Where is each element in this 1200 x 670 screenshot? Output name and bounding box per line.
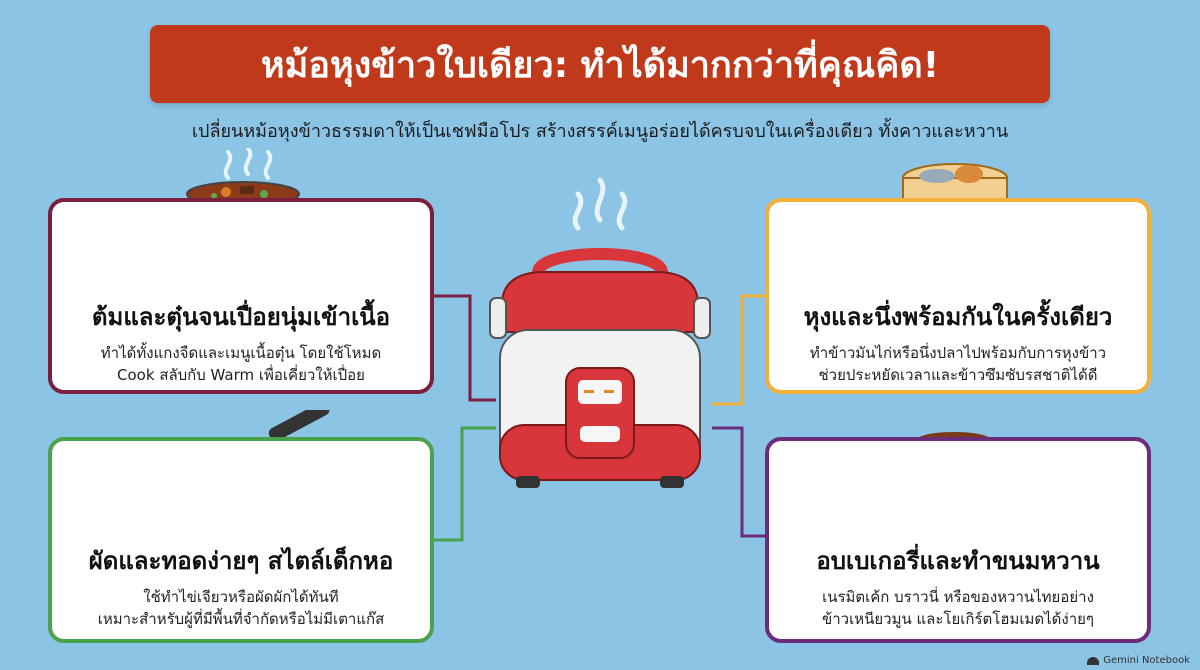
- watermark-text: Gemini Notebook: [1103, 655, 1190, 666]
- card-description-line-1: ใช้ทำไข่เจียวหรือผัดผักได้ทันที: [143, 588, 339, 606]
- card-cook-and-steam: หุงและนึ่งพร้อมกันในครั้งเดียว ทำข้าวมัน…: [765, 198, 1151, 394]
- card-heading: หุงและนึ่งพร้อมกันในครั้งเดียว: [803, 303, 1113, 331]
- rice-cooker-icon: [489, 177, 711, 488]
- watermark: Gemini Notebook: [1087, 655, 1190, 666]
- connector-steam: [712, 294, 765, 406]
- page-title: หม้อหุงข้าวใบเดียว: ทำได้มากกว่าที่คุณคิ…: [260, 44, 940, 86]
- connector-stew: [434, 294, 496, 402]
- card-heading: ต้มและตุ๋นจนเปื่อยนุ่มเข้าเนื้อ: [91, 303, 391, 331]
- card-description: ทำข้าวมันไก่หรือนึ่งปลาไปพร้อมกับการหุงข…: [779, 342, 1137, 386]
- card-stew-and-braise: ต้มและตุ๋นจนเปื่อยนุ่มเข้าเนื้อ ทำได้ทั้…: [48, 198, 434, 394]
- page-subtitle: เปลี่ยนหม้อหุงข้าวธรรมดาให้เป็นเชฟมือโปร…: [191, 121, 1009, 142]
- card-description: เนรมิตเค้ก บราวนี่ หรือของหวานไทยอย่าง ข…: [779, 586, 1137, 630]
- card-description-line-2: ช่วยประหยัดเวลาและข้าวซึมซับรสชาติได้ดี: [818, 366, 1098, 384]
- title-banner: หม้อหุงข้าวใบเดียว: ทำได้มากกว่าที่คุณคิ…: [150, 25, 1050, 103]
- notebook-logo-icon: [1087, 656, 1100, 665]
- card-description-line-2: ข้าวเหนียวมูน และโยเกิร์ตโฮมเมดได้ง่ายๆ: [822, 610, 1094, 628]
- connector-stir: [434, 426, 496, 542]
- card-description-line-2: Cook สลับกับ Warm เพื่อเคี่ยวให้เปื่อย: [117, 366, 365, 384]
- card-description-line-1: ทำได้ทั้งแกงจืดและเมนูเนื้อตุ๋น โดยใช้โห…: [100, 344, 382, 362]
- card-description-line-1: เนรมิตเค้ก บราวนี่ หรือของหวานไทยอย่าง: [822, 588, 1094, 606]
- card-description: ใช้ทำไข่เจียวหรือผัดผักได้ทันที เหมาะสำห…: [62, 586, 420, 630]
- card-heading: อบเบเกอรี่และทำขนมหวาน: [816, 547, 1100, 575]
- card-bake-and-dessert: อบเบเกอรี่และทำขนมหวาน เนรมิตเค้ก บราวนี…: [765, 437, 1151, 643]
- card-stir-fry-and-deep-fry: ผัดและทอดง่ายๆ สไตล์เด็กหอ ใช้ทำไข่เจียว…: [48, 437, 434, 643]
- card-description: ทำได้ทั้งแกงจืดและเมนูเนื้อตุ๋น โดยใช้โห…: [62, 342, 420, 386]
- card-heading: ผัดและทอดง่ายๆ สไตล์เด็กหอ: [88, 547, 394, 575]
- connector-bake: [712, 426, 765, 538]
- card-description-line-1: ทำข้าวมันไก่หรือนึ่งปลาไปพร้อมกับการหุงข…: [809, 344, 1107, 362]
- card-description-line-2: เหมาะสำหรับผู้ที่มีพื้นที่จำกัดหรือไม่มี…: [97, 610, 385, 628]
